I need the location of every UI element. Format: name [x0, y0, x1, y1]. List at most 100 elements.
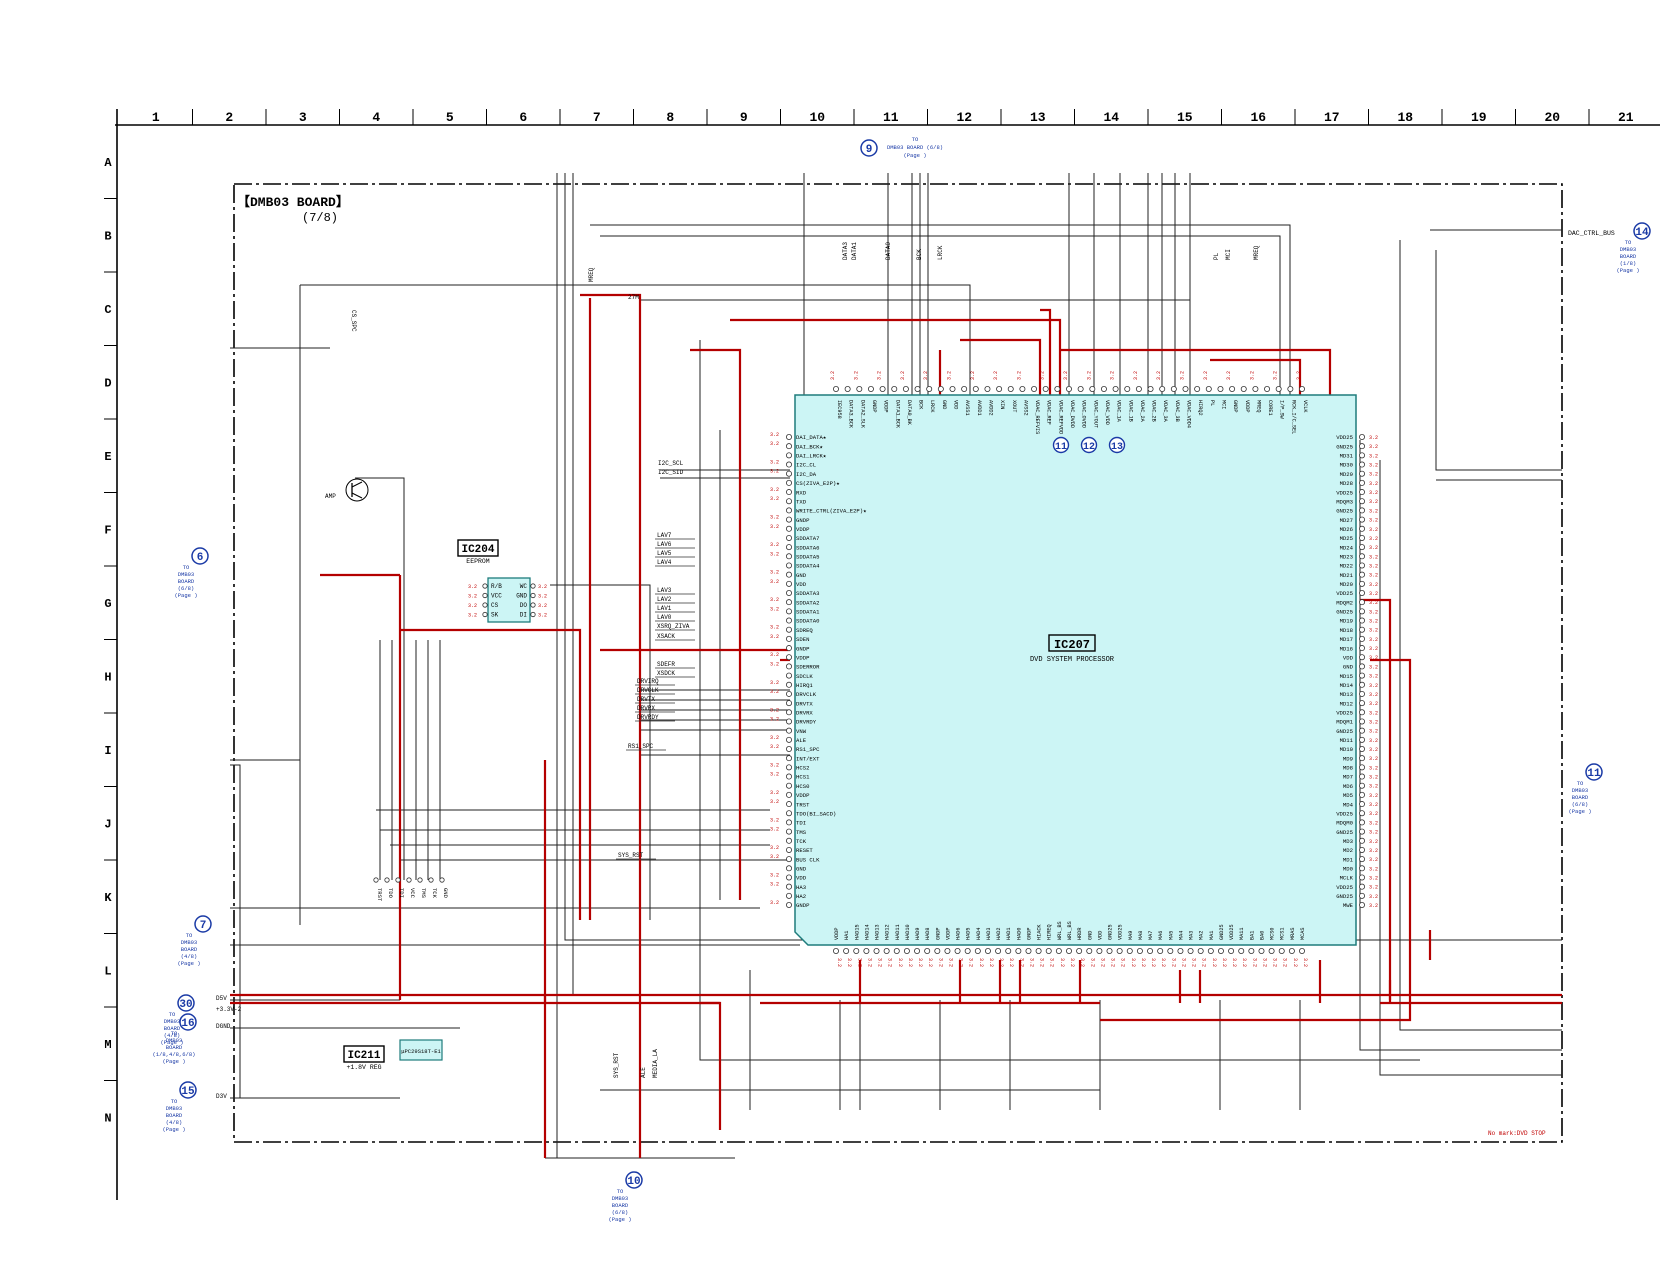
connector-text: BOARD — [166, 1112, 183, 1119]
ic207-left-pin — [786, 791, 793, 798]
ic207-bottom-pin-label: VDD25 — [1229, 924, 1235, 940]
ic207-top-pin — [1275, 385, 1282, 392]
column-label: 18 — [1397, 110, 1413, 125]
row-label: E — [104, 450, 111, 464]
pin-voltage: 3.2 — [770, 570, 779, 576]
connector-text: TO — [1577, 780, 1584, 787]
ic207-bottom-pin — [1207, 948, 1214, 955]
ic207-right-pin — [1359, 690, 1366, 697]
ic207-top-pin — [1205, 385, 1212, 392]
power-label: D3V — [216, 1093, 227, 1100]
ic207-bottom-pin — [1299, 948, 1306, 955]
ic207-right-pin-label: MD10 — [1340, 746, 1354, 753]
pin-voltage: 3.2 — [1369, 563, 1378, 569]
ic207-left-pin-label: HA3 — [796, 884, 806, 891]
misc-signal-label: ALE — [640, 1067, 647, 1078]
ic207-bottom-pin-label: HAD1 — [1006, 928, 1012, 940]
ic207-right-pin — [1359, 534, 1366, 541]
ic207-right-pin-label: MD7 — [1343, 774, 1353, 781]
row-label: J — [104, 817, 111, 831]
ic207-left-pin — [786, 608, 793, 615]
connector-text: DMB03 — [164, 1018, 181, 1025]
column-label: 3 — [299, 110, 307, 125]
pin-voltage: 3.2 — [830, 371, 836, 380]
left-signal-label: DRVRX — [637, 705, 655, 712]
pin-voltage: 3.2 — [958, 958, 964, 967]
ic207-right-pin — [1359, 727, 1366, 734]
ic207-right-pin-label: MDQM0 — [1336, 820, 1353, 827]
ic207-right-pin — [1359, 865, 1366, 872]
ic207-bottom-pin — [924, 948, 931, 955]
top-signal-label: DATA0 — [885, 242, 892, 260]
ic207-top-pin-label: VDAC_YOUT — [1092, 400, 1098, 428]
connector-text: (Page ) — [1616, 267, 1639, 274]
pin-voltage: 3.2 — [856, 958, 862, 967]
ic207-right-pin-label: MD14 — [1340, 682, 1354, 689]
pin-voltage: 3.2 — [770, 441, 779, 447]
ic207-bottom-pin — [1005, 948, 1012, 955]
ic207-right-pin-label: MD6 — [1343, 783, 1353, 790]
pin-voltage: 3.2 — [770, 496, 779, 502]
ic207-left-pin-label: INT/EXT — [796, 755, 820, 762]
ic207-bottom-pin-label: MA6 — [1158, 931, 1164, 940]
column-label: 15 — [1177, 110, 1193, 125]
ic207-bottom-pin — [1126, 948, 1133, 955]
ic207-left-pin-label: BUS CLK — [796, 856, 820, 863]
ic207-bottom-pin — [1106, 948, 1113, 955]
ic207-right-pin — [1359, 470, 1366, 477]
pin-voltage: 3.2 — [1180, 958, 1186, 967]
pin-voltage: 3.2 — [1249, 371, 1255, 380]
ic207-bottom-pin — [1035, 948, 1042, 955]
pin-voltage: 3.2 — [993, 371, 999, 380]
pin-voltage: 3.2 — [1369, 784, 1378, 790]
pin-voltage: 3.2 — [1369, 692, 1378, 698]
connector-text: TO — [171, 1030, 178, 1037]
ic207-left-pin-label: SDEN — [796, 636, 809, 643]
ic207-bottom-pin — [954, 948, 961, 955]
pin-voltage: 3.2 — [1296, 371, 1302, 380]
ic207-right-pin-label: MD0 — [1343, 865, 1354, 872]
ic207-bottom-pin-label: MA3 — [1189, 931, 1195, 940]
misc-signal-label: CS_SPC — [350, 310, 357, 332]
ic207-top-pin — [926, 385, 933, 392]
left-signal-label: XSRQ_ZIVA — [657, 623, 690, 630]
ic204-pin — [530, 583, 536, 589]
column-label: 21 — [1618, 110, 1634, 125]
pin-voltage: 3.2 — [1369, 811, 1378, 817]
ic207-left-pin-label: SDDATA3 — [796, 590, 820, 597]
ic207-bottom-pin-label: MA11 — [1239, 928, 1245, 940]
column-label: 11 — [883, 110, 899, 125]
ic207-top-pin-label: RCK_I/C_SEL — [1290, 400, 1296, 434]
misc-signal-label: SYS_RST — [613, 1052, 620, 1078]
ic207-bottom-pin — [873, 948, 880, 955]
ic207-left-pin — [786, 433, 793, 440]
row-label: A — [104, 156, 112, 170]
ic207-top-pin-label: AVDD2 — [987, 400, 993, 416]
ic207-right-pin — [1359, 810, 1366, 817]
pin-voltage: 3.2 — [1369, 444, 1378, 450]
ic207-top-pin — [1252, 385, 1259, 392]
ic207-right-pin — [1359, 635, 1366, 642]
board-frame — [233, 183, 1563, 1143]
pin-voltage: 3.2 — [770, 469, 779, 475]
ic207-bottom-pin — [1147, 948, 1154, 955]
ic207-bottom-pin — [853, 948, 860, 955]
connector-text: (4/8) — [166, 1119, 183, 1126]
pin-voltage: 3.2 — [538, 594, 547, 600]
pin-voltage: 3.2 — [887, 958, 893, 967]
connector-text: DMB03 — [1620, 246, 1637, 253]
ic207-left-pin — [786, 773, 793, 780]
row-label: G — [104, 597, 111, 611]
ic207-bottom-pin — [893, 948, 900, 955]
ic207-bottom-pin — [863, 948, 870, 955]
ic207-bottom-pin — [1025, 948, 1032, 955]
pin-voltage: 3.2 — [1369, 903, 1378, 909]
ic207-right-pin-label: MD18 — [1340, 627, 1353, 634]
pin-voltage: 3.2 — [1040, 371, 1046, 380]
left-signal-label: DRVCLK — [637, 687, 659, 694]
connector-text: (Page ) — [162, 1126, 185, 1133]
ic207-bottom-pin-label: HAD2 — [996, 928, 1002, 940]
